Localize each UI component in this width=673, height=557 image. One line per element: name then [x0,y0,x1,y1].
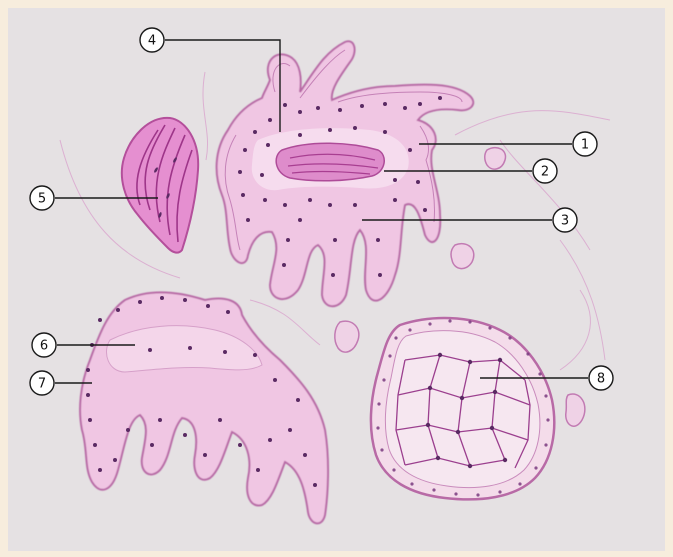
callout-4-number: 4 [148,34,156,49]
callout-5-number: 5 [38,192,46,207]
callout-1: 1 [573,132,597,156]
callout-1-number: 1 [581,138,589,153]
callout-2-number: 2 [541,165,549,180]
callout-7-number: 7 [38,377,46,392]
callout-6-number: 6 [40,339,48,354]
callout-4: 4 [140,28,164,52]
callout-7: 7 [30,371,54,395]
callout-3-number: 3 [561,214,569,229]
callout-3: 3 [553,208,577,232]
callout-2: 2 [533,159,557,183]
callout-8-number: 8 [597,372,605,387]
callout-5: 5 [30,186,54,210]
callout-8: 8 [589,366,613,390]
callout-6: 6 [32,333,56,357]
